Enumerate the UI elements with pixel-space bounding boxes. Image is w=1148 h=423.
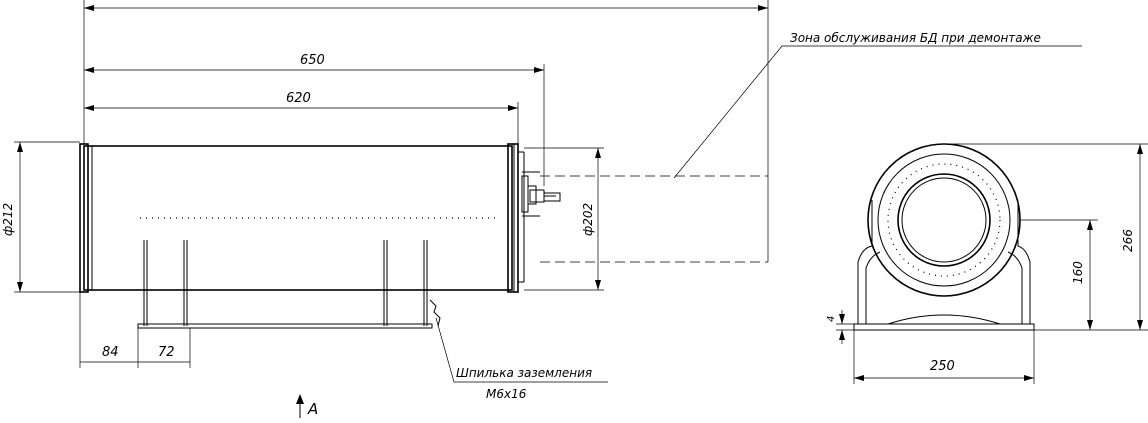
view-a-label: А — [307, 400, 318, 418]
dim-dia-212: ф212 — [1, 203, 15, 236]
cable-gland — [543, 192, 561, 202]
service-zone-label: Зона обслуживания БД при демонтаже — [790, 31, 1041, 45]
dim-72: 72 — [158, 345, 175, 360]
grounding-stud — [429, 299, 441, 327]
dim-axis-160: 160 — [1071, 261, 1085, 284]
stud-size-label: М6х16 — [486, 387, 527, 401]
cylinder-body — [83, 145, 513, 291]
dim-620: 620 — [286, 91, 311, 106]
base-plate — [137, 323, 433, 329]
dim-plate-4: 4 — [826, 316, 837, 322]
end-view: 266 160 250 4 — [826, 143, 1148, 384]
grounding-stud-label: Шпилька заземления — [456, 366, 592, 380]
dim-650: 650 — [300, 53, 325, 68]
dim-base-250: 250 — [930, 359, 955, 374]
dim-height-266: 266 — [1121, 229, 1135, 252]
dim-84: 84 — [102, 345, 119, 360]
side-view: Зона обслуживания БД при демонтаже 650 6… — [1, 0, 1082, 418]
dim-dia-202: ф202 — [581, 203, 595, 236]
mounting-feet — [137, 240, 433, 329]
right-flange — [507, 143, 519, 293]
connector-block — [521, 175, 529, 213]
end-base-plate — [853, 323, 1035, 331]
outer-flange-circle — [867, 143, 1021, 297]
